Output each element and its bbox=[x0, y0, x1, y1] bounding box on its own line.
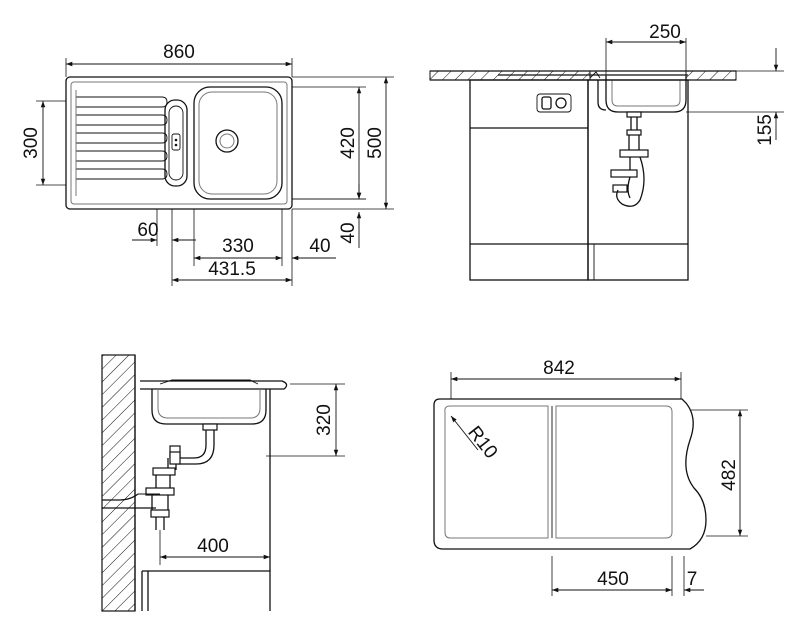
drainer-area bbox=[75, 90, 168, 196]
overflow-slot bbox=[164, 99, 188, 187]
dim-corner-radius: R10 bbox=[463, 422, 501, 462]
side-cabinet-base bbox=[141, 570, 271, 611]
dim-overall-width: 860 bbox=[163, 42, 195, 63]
dim-drainer-offset: 60 bbox=[137, 220, 158, 241]
side-section-view: 320 400 bbox=[101, 354, 345, 612]
dim-cutout-height: 482 bbox=[719, 459, 740, 491]
front-trap-icon bbox=[610, 111, 649, 207]
dim-overall-depth: 500 bbox=[365, 127, 386, 159]
side-bowl bbox=[151, 389, 267, 425]
dim-cutout-width: 842 bbox=[543, 358, 575, 379]
cabinet-right bbox=[587, 79, 689, 281]
dim-front-bowl-width: 250 bbox=[649, 22, 681, 43]
side-sink-rim bbox=[140, 380, 288, 390]
wall bbox=[101, 354, 136, 612]
top-view: 860 300 420 500 40 60 330 bbox=[21, 42, 394, 286]
drain-hole bbox=[215, 129, 239, 153]
dim-drain-distance: 400 bbox=[197, 536, 229, 557]
dim-edge-offset: 7 bbox=[687, 569, 698, 590]
dim-side-bowl-depth: 320 bbox=[314, 404, 335, 436]
cutout-outline bbox=[433, 398, 707, 550]
dim-drainer-height: 300 bbox=[21, 127, 42, 159]
dim-cabinet-min: 450 bbox=[597, 569, 629, 590]
dim-front-bowl-depth: 155 bbox=[755, 114, 776, 146]
dim-drain-center: 431.5 bbox=[208, 259, 256, 280]
control-panel-icon bbox=[536, 93, 572, 113]
cutout-view: R10 842 482 450 7 bbox=[433, 358, 748, 596]
dim-front-offset: 40 bbox=[338, 222, 359, 243]
front-bowl bbox=[605, 76, 687, 113]
sink-outline bbox=[65, 76, 293, 210]
bowl-outline bbox=[193, 86, 283, 200]
dim-right-margin: 40 bbox=[309, 236, 330, 257]
dim-bowl-width: 330 bbox=[222, 236, 254, 257]
front-section-view: 250 155 bbox=[429, 22, 784, 281]
side-trap-icon bbox=[102, 423, 218, 530]
cabinet-left bbox=[469, 79, 589, 281]
sink-inner-rim bbox=[70, 81, 288, 205]
dim-bowl-height: 420 bbox=[338, 127, 359, 159]
overflow-icon bbox=[171, 133, 181, 151]
